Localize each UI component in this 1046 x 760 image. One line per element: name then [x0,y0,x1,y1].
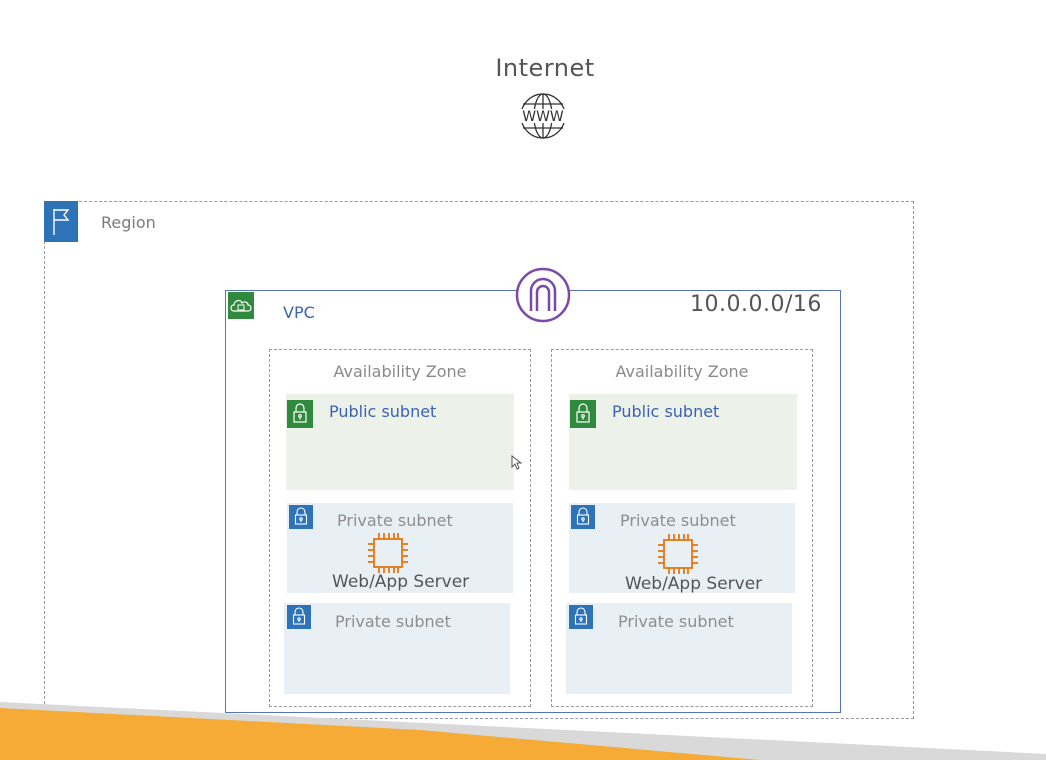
availability-zone-1 [269,349,531,707]
private-subnet [284,603,510,694]
availability-zone-label: Availability Zone [333,362,467,381]
lock-icon [287,605,311,629]
internet-label: Internet [495,54,595,82]
lock-icon [287,400,313,428]
lock-icon [569,605,593,629]
availability-zone-2 [551,349,813,707]
private-subnet-title: Private subnet [620,511,736,530]
server-chip-icon [368,533,408,573]
public-subnet [286,394,514,490]
private-subnet-title: Private subnet [335,612,451,631]
private-subnet [566,603,792,694]
public-subnet-title: Public subnet [612,402,720,421]
web-app-server-label: Web/App Server [625,574,763,594]
private-subnet-title: Private subnet [337,511,453,530]
private-subnet [287,503,513,593]
availability-zone-label: Availability Zone [615,362,749,381]
public-subnet-title: Public subnet [329,402,437,421]
lock-icon [289,505,313,529]
lock-icon [571,505,595,529]
private-subnet [569,503,795,593]
region-boundary [44,201,914,719]
web-app-server-label: Web/App Server [332,572,470,592]
region-label: Region [101,213,156,232]
svg-text:WWW: WWW [522,109,564,125]
server-chip-icon [658,534,698,574]
lock-icon [570,400,596,428]
vpc-cloud-lock-icon [228,292,254,319]
vpc-cidr: 10.0.0.0/16 [690,292,822,317]
private-subnet-title: Private subnet [618,612,734,631]
flag-icon [44,201,78,242]
vpc-label: VPC [283,303,315,322]
public-subnet [569,394,797,490]
footer-decoration [0,702,1046,760]
www-globe-icon: WWW [516,93,570,139]
mouse-cursor-icon [511,455,523,470]
internet-gateway-icon [515,267,571,323]
